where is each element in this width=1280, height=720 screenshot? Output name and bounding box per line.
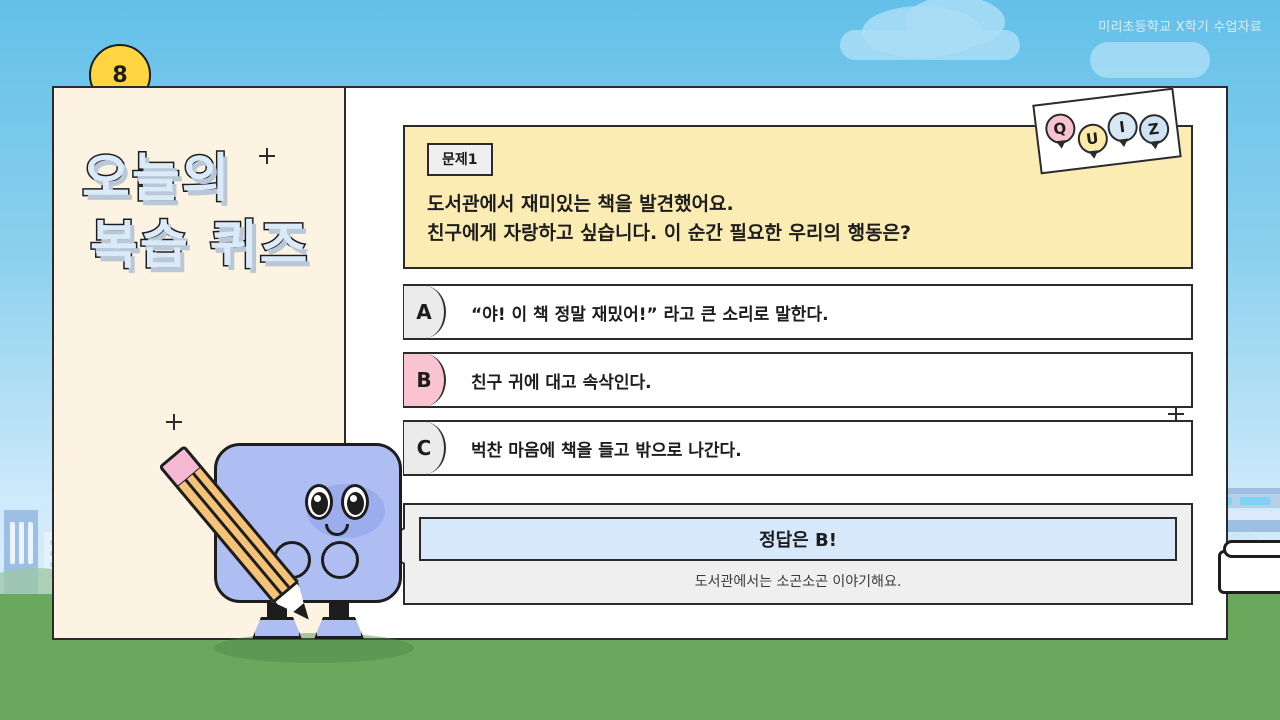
pupil-shape xyxy=(347,492,364,515)
option-letter-badge-a: A xyxy=(404,286,446,338)
question-box: 문제1 도서관에서 재미있는 책을 발견했어요. 친구에게 자랑하고 싶습니다.… xyxy=(403,125,1193,269)
question-text-line-1: 도서관에서 재미있는 책을 발견했어요. xyxy=(427,193,734,215)
eye-shape xyxy=(341,484,369,520)
eye-shape xyxy=(305,484,333,520)
sparkle-plus-icon xyxy=(259,148,275,164)
question-number-badge: 문제1 xyxy=(427,143,493,176)
answer-box: 정답은 B! 도서관에서는 소곤소곤 이야기해요. xyxy=(373,503,1193,605)
blue-character-body xyxy=(158,443,402,603)
question-text-line-2: 친구에게 자랑하고 싶습니다. 이 순간 필요한 우리의 행동은? xyxy=(427,222,912,245)
cloud-icon xyxy=(1090,42,1210,78)
character-shadow xyxy=(214,633,414,663)
option-letter-badge-b: B xyxy=(404,354,446,406)
option-row-b[interactable]: B 친구 귀에 대고 속삭인다. xyxy=(403,352,1193,408)
hand-shape xyxy=(321,541,359,579)
question-text: 도서관에서 재미있는 책을 발견했어요. 친구에게 자랑하고 싶습니다. 이 순… xyxy=(427,190,1169,249)
option-text-a: “야! 이 책 정말 재밌어!” 라고 큰 소리로 말한다. xyxy=(471,304,829,325)
eye-glint-shape xyxy=(350,495,357,502)
sparkle-plus-icon xyxy=(1168,406,1184,422)
pupil-shape xyxy=(311,492,328,515)
option-row-c[interactable]: C 벅찬 마음에 책을 들고 밖으로 나간다. xyxy=(403,420,1193,476)
quiz-letter-bubble: U xyxy=(1075,122,1110,156)
option-text-c: 벅찬 마음에 책을 들고 밖으로 나간다. xyxy=(471,440,742,461)
quiz-letter-bubble: Z xyxy=(1136,112,1171,147)
header-note: 미리초등학교 X학기 수업자료 xyxy=(1098,20,1262,35)
option-letter-badge-c: C xyxy=(404,422,446,474)
sparkle-plus-icon xyxy=(166,414,182,430)
title-line-2: 복습 퀴즈 xyxy=(89,214,310,277)
answer-explanation: 도서관에서는 소곤소곤 이야기해요. xyxy=(694,574,902,590)
window-shape xyxy=(19,522,24,564)
bridge-rail-shape xyxy=(1240,497,1270,505)
title-line-1: 오늘의 xyxy=(81,148,232,211)
cloud-icon xyxy=(840,30,1020,60)
option-text-b: 친구 귀에 대고 속삭인다. xyxy=(471,372,652,393)
quiz-letter-bubble: I xyxy=(1105,110,1139,144)
city-skyline-left xyxy=(0,444,160,594)
book-cover-shape xyxy=(1223,540,1280,558)
answer-pill: 정답은 B! xyxy=(419,517,1177,561)
slide-title: 오늘의 복습 퀴즈 xyxy=(81,146,322,279)
quiz-panel: Q U I Z 문제1 도서관에서 재미있는 책을 발견했어요. 친구에게 자랑… xyxy=(346,87,1280,638)
option-row-a[interactable]: A “야! 이 책 정말 재밌어!” 라고 큰 소리로 말한다. xyxy=(403,284,1193,340)
eye-glint-shape xyxy=(314,495,321,502)
window-shape xyxy=(10,522,15,564)
window-shape xyxy=(28,522,33,564)
quiz-letter-bubble: Q xyxy=(1043,112,1077,146)
